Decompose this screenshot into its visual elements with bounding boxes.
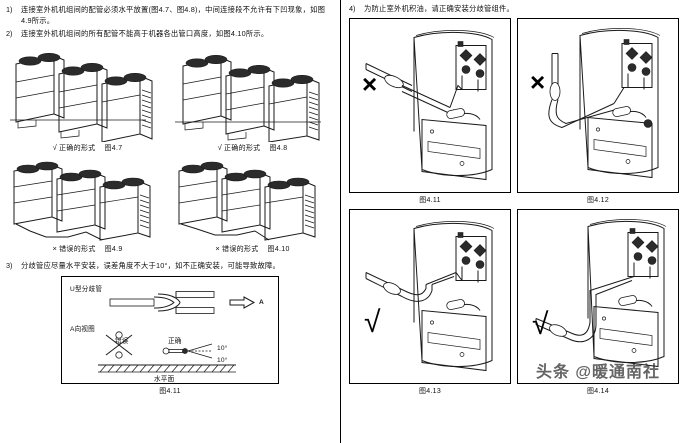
outdoor-unit-array-drawing — [13, 161, 151, 241]
caption-row-correct: √正确的形式图4.7 √正确的形式图4.8 — [0, 143, 340, 153]
note-4-number: 4) — [349, 4, 356, 13]
angle-upper-label: 10° — [217, 345, 228, 353]
panel-box-4-11: × — [349, 17, 511, 193]
horizontal-plane-label: 水平面 — [154, 376, 175, 384]
note-item-1: 1) 连接室外机机组间的配管必须水平放置(图4.7、图4.8)，中间连接段不允许… — [6, 4, 334, 27]
figure-caption-4-11-left: 图4.11 — [159, 388, 181, 396]
note-3-text: 分歧管应尽量水平安装，误差角度不大于10°，如不正确安装，可能导致故障。 — [21, 260, 281, 270]
cross-icon: × — [362, 68, 378, 99]
check-icon: √ — [364, 305, 381, 339]
outdoor-units-row-wrong — [0, 157, 340, 243]
figure-number-4-13: 图4.13 — [418, 387, 442, 395]
panel-cell-4-12: × — [517, 17, 679, 205]
note-3-number: 3) — [6, 260, 13, 270]
panel-box-4-12: × — [517, 17, 679, 193]
outdoor-unit-array-fig49 — [6, 157, 169, 243]
note-2-text: 连接室外机机组间的所有配管不能高于机器各出管口高度，如图4.10所示。 — [21, 28, 269, 38]
figure-caption-label: 错误的形式 — [222, 245, 259, 253]
outdoor-unit-array-fig47 — [6, 42, 169, 142]
arrow-label-a: A — [259, 299, 264, 307]
figure-caption-4-10: ×错误的形式图4.10 — [171, 244, 334, 254]
installation-panels-grid: × — [341, 17, 685, 396]
outdoor-units-row-correct — [0, 42, 340, 142]
figure-caption-4-9: ×错误的形式图4.9 — [6, 244, 169, 254]
outdoor-unit-piping-drawing — [535, 218, 667, 368]
figure-number: 图4.8 — [269, 144, 288, 152]
branch-pipe-detail-wrap: U型分歧管 A向视图 A 错误 正确 10° 10° 水平面 — [0, 274, 340, 385]
outdoor-unit-array-drawing — [178, 161, 316, 241]
caption-row-wrong: ×错误的形式图4.9 ×错误的形式图4.10 — [0, 244, 340, 254]
figure-caption-label: 错误的形式 — [59, 245, 96, 253]
notes-block-top: 1) 连接室外机机组间的配管必须水平放置(图4.7、图4.8)，中间连接段不允许… — [0, 0, 340, 42]
outdoor-unit-piping-drawing — [365, 30, 495, 181]
cross-icon: × — [215, 243, 221, 253]
outdoor-unit-array-drawing — [175, 54, 321, 142]
cross-icon: × — [530, 66, 546, 97]
note-4-text: 为防止室外机积油，请正确安装分歧管组件。 — [364, 4, 514, 13]
correct-label: 正确 — [168, 338, 182, 346]
figure-caption-4-7: √正确的形式图4.7 — [6, 143, 169, 153]
outdoor-unit-piping-drawing — [548, 28, 661, 179]
outdoor-unit-piping-drawing — [365, 221, 495, 372]
angle-lower-label: 10° — [217, 357, 228, 365]
note-item-3: 3) 分歧管应尽量水平安装，误差角度不大于10°，如不正确安装，可能导致故障。 — [6, 260, 334, 271]
note-item-2: 2) 连接室外机机组间的所有配管不能高于机器各出管口高度，如图4.10所示。 — [6, 28, 334, 39]
figure-number-4-12: 图4.12 — [586, 196, 610, 204]
left-column: 1) 连接室外机机组间的配管必须水平放置(图4.7、图4.8)，中间连接段不允许… — [0, 0, 341, 443]
note-2-number: 2) — [6, 28, 13, 38]
outdoor-unit-array-drawing — [10, 52, 153, 142]
figure-number-4-14: 图4.14 — [586, 387, 610, 395]
figure-caption-4-8: √正确的形式图4.8 — [171, 143, 334, 153]
panel-cell-4-11: × — [349, 17, 511, 205]
figure-caption-label: 正确的形式 — [223, 144, 261, 152]
check-icon: √ — [217, 142, 222, 152]
figure-caption-label: 正确的形式 — [58, 144, 96, 152]
view-direction-label: A向视图 — [70, 326, 95, 334]
figure-number: 图4.7 — [104, 144, 123, 152]
wrong-label: 错误 — [115, 338, 129, 346]
cross-icon: × — [52, 243, 58, 253]
figure-number-4-11: 图4.11 — [419, 196, 441, 204]
u-branch-title: U型分歧管 — [70, 286, 103, 294]
outdoor-unit-array-fig410 — [171, 157, 334, 243]
notes-block-3: 3) 分歧管应尽量水平安装，误差角度不大于10°，如不正确安装，可能导致故障。 — [0, 254, 340, 274]
branch-pipe-detail-box: U型分歧管 A向视图 A 错误 正确 10° 10° 水平面 — [61, 276, 279, 385]
panel-cell-4-13: √ — [349, 208, 511, 396]
check-icon: √ — [52, 142, 57, 152]
figure-number: 图4.10 — [267, 245, 290, 253]
figure-number: 图4.9 — [104, 245, 123, 253]
panel-cell-4-14: √ — [517, 208, 679, 396]
note-1-text: 连接室外机机组间的配管必须水平放置(图4.7、图4.8)，中间连接段不允许有下凹… — [21, 5, 326, 26]
right-column: 4) 为防止室外机积油，请正确安装分歧管组件。 × — [341, 0, 685, 443]
branch-pipe-diagram — [98, 291, 256, 373]
panel-box-4-13: √ — [349, 208, 511, 384]
check-icon: √ — [532, 307, 549, 341]
outdoor-unit-array-fig48 — [171, 42, 334, 142]
panel-box-4-14: √ — [517, 208, 679, 384]
note-1-number: 1) — [6, 5, 13, 14]
note-item-4: 4) 为防止室外机积油，请正确安装分歧管组件。 — [341, 0, 685, 18]
